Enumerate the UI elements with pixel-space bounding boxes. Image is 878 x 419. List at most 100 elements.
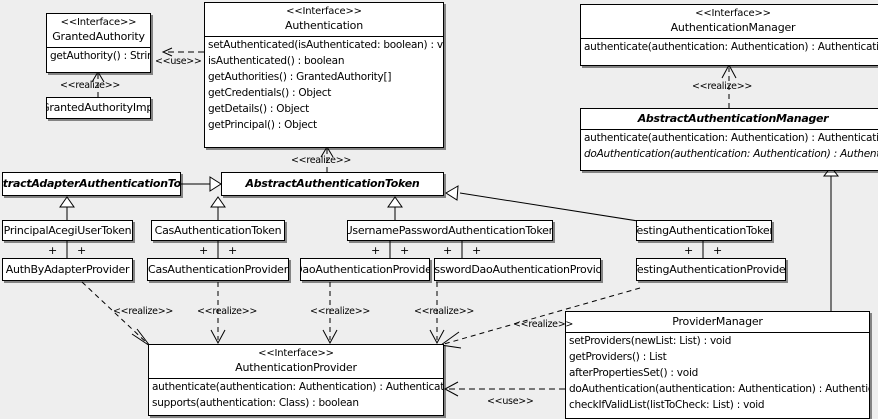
assoc-marker-upa-3: +: [443, 244, 453, 257]
class-header: <<Interface>> GrantedAuthority: [47, 14, 150, 47]
operation: afterPropertiesSet() : void: [569, 367, 699, 379]
class-name: DaoAuthenticationProvider: [300, 262, 430, 276]
edge-label-realize-casauthenticationprovider: <<realize>>: [197, 306, 258, 317]
class-testing-authentication-provider[interactable]: TestingAuthenticationProvider: [636, 258, 786, 281]
class-header: <<Interface>> AuthenticationProvider: [149, 345, 443, 378]
class-cas-authentication-token[interactable]: CasAuthenticationToken: [151, 220, 285, 241]
operations-compartment: setAuthenticated(isAuthenticated: boolea…: [205, 36, 443, 133]
class-provider-manager[interactable]: ProviderManager setProviders(newList: Li…: [565, 311, 870, 419]
assoc-marker-principal-acegi-right: +: [77, 244, 87, 257]
assoc-marker-testing-right: +: [713, 244, 723, 257]
edge-label-realize-abstractauthenticationmanager: <<realize>>: [692, 81, 753, 92]
class-header: ProviderManager: [566, 312, 869, 332]
class-name: AbstractAuthenticationManager: [637, 112, 829, 125]
edge-realize-passworddaoauthenticationprovider: [429, 282, 445, 345]
operations-compartment: authenticate(authentication: Authenticat…: [581, 38, 878, 55]
class-name: TestingAuthenticationToken: [636, 223, 772, 237]
edge-realize-casauthenticationprovider: [210, 282, 226, 345]
class-granted-authority[interactable]: <<Interface>> GrantedAuthority getAuthor…: [46, 13, 151, 73]
operation: isAuthenticated() : boolean: [208, 55, 345, 67]
class-auth-by-adapter-provider[interactable]: AuthByAdapterProvider: [2, 258, 133, 281]
class-name: AuthenticationProvider: [235, 361, 357, 374]
assoc-marker-cas-right: +: [228, 244, 238, 257]
edge-generalize-principalacegiusertoken: [59, 196, 75, 220]
class-name: GrantedAuthorityImpl: [46, 101, 151, 114]
assoc-marker-upa-2: +: [400, 244, 410, 257]
class-name: AuthByAdapterProvider: [5, 262, 130, 276]
class-password-dao-authentication-provider[interactable]: PasswordDaoAuthenticationProvider: [434, 258, 601, 281]
class-principal-acegi-user-token[interactable]: PrincipalAcegiUserToken: [2, 220, 133, 241]
operation: getAuthorities() : GrantedAuthority[]: [208, 71, 392, 83]
operation: getCredentials() : Object: [208, 87, 332, 99]
edge-label-realize-passworddaoauthenticationprovider: <<realize>>: [414, 306, 475, 317]
edge-label-realize-authbyadapterprovider: <<realize>>: [113, 306, 174, 317]
edge-generalize-testingauthenticationtoken: [445, 185, 639, 222]
class-name: CasAuthenticationToken: [154, 223, 282, 237]
edge-use-providermanager-authenticationprovider: [443, 381, 565, 397]
edge-label-realize-daoauthenticationprovider: <<realize>>: [310, 306, 371, 317]
class-authentication[interactable]: <<Interface>> Authentication setAuthenti…: [204, 2, 444, 148]
operation: authenticate(authentication: Authenticat…: [152, 381, 443, 393]
operation: supports(authentication: Class) : boolea…: [152, 397, 359, 409]
class-name: AbstractAuthenticationToken: [245, 177, 420, 190]
class-granted-authority-impl[interactable]: GrantedAuthorityImpl: [46, 97, 151, 119]
edge-generalize-casauthenticationtoken: [210, 196, 226, 220]
operations-compartment: getAuthority() : String: [47, 47, 150, 64]
class-authentication-manager[interactable]: <<Interface>> AuthenticationManager auth…: [580, 4, 878, 66]
class-name: Authentication: [285, 19, 363, 32]
operations-compartment: authenticate(authentication: Authenticat…: [149, 378, 443, 411]
class-abstract-adapter-authentication-token[interactable]: AbstractAdapterAuthenticationToken: [2, 172, 181, 196]
class-name: CasAuthenticationProvider: [148, 262, 288, 276]
stereotype-label: <<Interface>>: [60, 17, 137, 28]
stereotype-label: <<Interface>>: [695, 8, 771, 19]
operation: getPrincipal() : Object: [208, 119, 317, 131]
assoc-marker-cas-left: +: [199, 244, 209, 257]
class-authentication-provider[interactable]: <<Interface>> AuthenticationProvider aut…: [148, 344, 444, 416]
class-name: AbstractAdapterAuthenticationToken: [2, 177, 181, 190]
class-name: ProviderManager: [672, 315, 763, 328]
assoc-marker-upa-1: +: [371, 244, 381, 257]
edge-generalize-usernamepasswordtoken: [387, 196, 403, 220]
assoc-marker-upa-4: +: [472, 244, 482, 257]
class-name: PasswordDaoAuthenticationProvider: [434, 262, 600, 276]
class-name: GrantedAuthority: [52, 30, 145, 43]
operation: getDetails() : Object: [208, 103, 309, 115]
operation: checkIfValidList(listToCheck: List) : vo…: [569, 399, 765, 411]
operations-compartment: setProviders(newList: List) : void getPr…: [566, 332, 869, 413]
operation: authenticate(authentication: Authenticat…: [584, 41, 878, 53]
class-testing-authentication-token[interactable]: TestingAuthenticationToken: [636, 220, 772, 241]
operation: setAuthenticated(isAuthenticated: boolea…: [208, 39, 443, 51]
edge-label-realize-grantedauthorityimpl: <<realize>>: [60, 80, 121, 91]
class-abstract-authentication-manager[interactable]: AbstractAuthenticationManager authentica…: [580, 108, 878, 171]
operation: doAuthentication(authentication: Authent…: [569, 383, 869, 395]
class-header: AbstractAuthenticationManager: [581, 109, 878, 129]
edge-generalize-providermanager: [822, 166, 840, 311]
edge-label-use-providermanager-authenticationprovider: <<use>>: [487, 396, 534, 407]
class-header: <<Interface>> AuthenticationManager: [581, 5, 878, 38]
class-header: <<Interface>> Authentication: [205, 3, 443, 36]
operation: getAuthority() : String: [50, 50, 150, 62]
edge-label-realize-testingauthenticationprovider: <<realize>>: [513, 319, 574, 330]
class-name: UsernamePasswordAuthenticationToken: [347, 223, 553, 237]
edge-realize-daoauthenticationprovider: [322, 282, 338, 345]
class-name: AuthenticationManager: [670, 21, 796, 34]
assoc-marker-testing-left: +: [684, 244, 694, 257]
edge-generalize-abstractadaptertoken: [181, 176, 222, 192]
class-name: PrincipalAcegiUserToken: [3, 223, 132, 237]
edge-label-use-authentication-grantedauthority: <<use>>: [155, 56, 202, 67]
operation: getProviders() : List: [569, 351, 667, 363]
stereotype-label: <<Interface>>: [286, 6, 362, 17]
assoc-marker-principal-acegi-left: +: [48, 244, 58, 257]
operation: authenticate(authentication: Authenticat…: [584, 132, 878, 144]
class-abstract-authentication-token[interactable]: AbstractAuthenticationToken: [221, 172, 444, 196]
class-dao-authentication-provider[interactable]: DaoAuthenticationProvider: [300, 258, 430, 281]
class-name: TestingAuthenticationProvider: [636, 262, 786, 276]
edge-label-realize-abstractauthenticationtoken: <<realize>>: [291, 155, 352, 166]
class-username-password-authentication-token[interactable]: UsernamePasswordAuthenticationToken: [347, 220, 553, 241]
operations-compartment: authenticate(authentication: Authenticat…: [581, 129, 878, 162]
operation-abstract: doAuthentication(authentication: Authent…: [584, 148, 878, 160]
stereotype-label: <<Interface>>: [258, 348, 334, 359]
class-cas-authentication-provider[interactable]: CasAuthenticationProvider: [147, 258, 289, 281]
